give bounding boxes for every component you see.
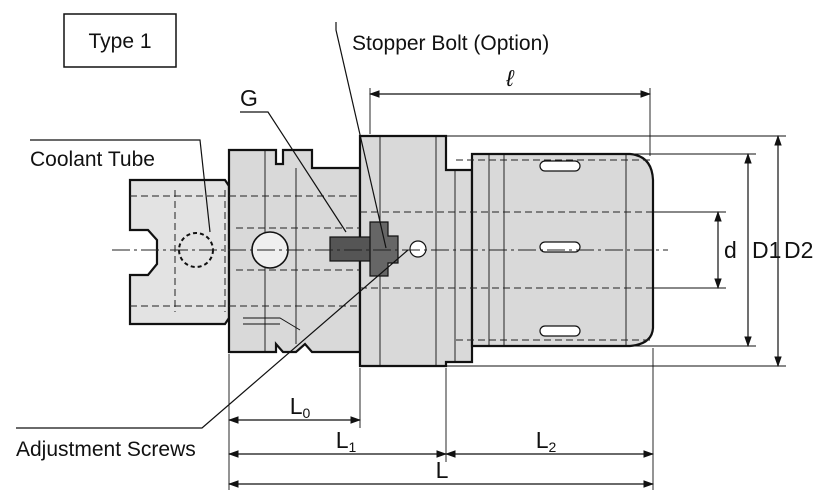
coolant-tube-leader [30,139,211,233]
adjustment-screws-label: Adjustment Screws [16,438,196,461]
g-leader [240,111,347,233]
ell-label: ℓ [505,65,515,91]
dimension-ell: ℓ [368,65,652,156]
stopper-bolt-label: Stopper Bolt (Option) [352,32,549,55]
stopper-bolt-leader [335,22,387,249]
l0-label: L0 [290,393,311,421]
stopper-bolt-icon [369,221,399,277]
adjustment-screw-icon [329,236,373,262]
type-box [63,13,177,68]
l2-label: L2 [536,427,557,455]
type-label: Type 1 [88,30,151,53]
l1-label: L1 [336,427,357,455]
stopper-hole-icon [409,240,427,258]
d1-label: D1 [752,237,781,263]
adjustment-screws-leader [16,249,409,429]
dimension-lengths: L0 L1 L2 L [227,348,655,490]
l-label: L [436,457,449,483]
d-label: d [724,237,737,263]
d2-label: D2 [784,237,813,263]
dimension-diameters: d D1 D2 [446,134,813,368]
coolant-tube-label: Coolant Tube [30,148,155,171]
g-label: G [240,85,258,111]
